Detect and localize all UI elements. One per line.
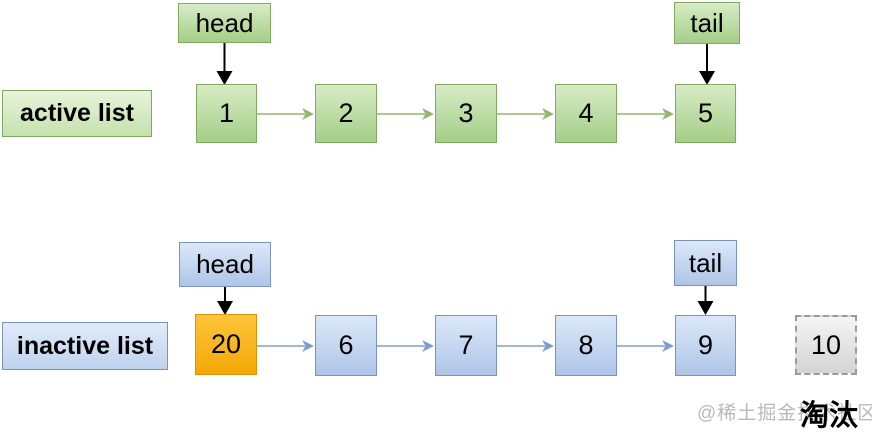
active-node-3: 3 [435, 84, 497, 143]
active-node-2: 2 [315, 84, 377, 143]
watermark-text: @稀土掘金技术社区 [697, 403, 872, 424]
inactive-next-arrow-7-8 [497, 340, 554, 352]
inactive-head-box: head [179, 242, 271, 287]
inactive-node-6: 6 [315, 315, 377, 376]
evicted-annotation: 淘汰 [800, 400, 859, 432]
inactive-next-arrow-20-6 [257, 340, 314, 352]
active-next-arrow-1-2 [257, 108, 314, 120]
inactive-list-label: inactive list [2, 322, 168, 370]
inactive-next-arrow-6-7 [377, 340, 434, 352]
inactive-tail-box: tail [674, 240, 737, 286]
inactive-node-9: 9 [675, 315, 736, 376]
inactive-head-pointer-arrow [217, 287, 233, 315]
inactive-node-8: 8 [555, 315, 617, 376]
active-node-5: 5 [675, 84, 736, 143]
inactive-node-7: 7 [435, 315, 497, 376]
active-next-arrow-4-5 [617, 108, 674, 120]
active-list-label: active list [2, 90, 152, 137]
active-node-4: 4 [555, 84, 617, 143]
inactive-tail-pointer-arrow [697, 286, 714, 315]
active-head-box: head [178, 3, 271, 43]
active-next-arrow-2-3 [377, 108, 434, 120]
active-head-pointer-arrow [216, 43, 233, 85]
inactive-node-20: 20 [195, 314, 257, 375]
evicted-node-10: 10 [795, 315, 857, 375]
active-next-arrow-3-4 [497, 108, 554, 120]
active-node-1: 1 [196, 84, 257, 143]
inactive-next-arrow-8-9 [617, 340, 674, 352]
active-tail-box: tail [674, 2, 740, 44]
active-tail-pointer-arrow [699, 44, 715, 85]
